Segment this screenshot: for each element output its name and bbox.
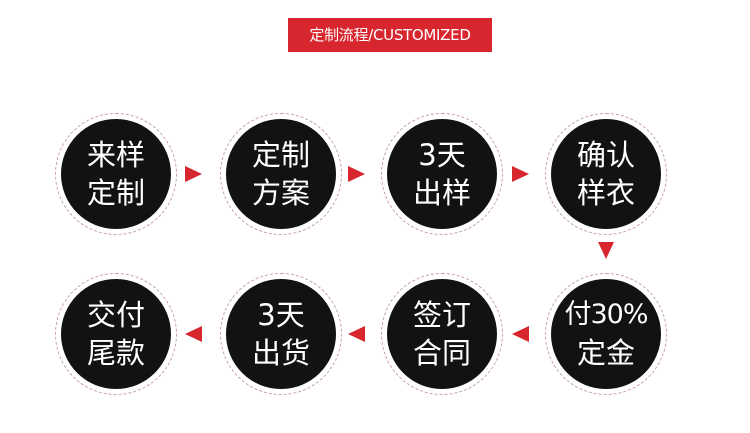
step-label-line1: 确认 bbox=[576, 138, 635, 172]
arrow-right-icon bbox=[185, 166, 202, 182]
arrow-right-icon bbox=[512, 166, 529, 182]
step-disc: 交付 尾款 bbox=[61, 279, 171, 389]
step-label-line1: 定制 bbox=[251, 138, 310, 172]
step-label-line2: 方案 bbox=[251, 176, 310, 210]
step-custom-plan: 定制 方案 bbox=[220, 113, 342, 235]
step-pay-deposit: 付30% 定金 bbox=[545, 273, 667, 395]
step-disc: 付30% 定金 bbox=[551, 279, 661, 389]
arrow-left-icon bbox=[185, 326, 202, 342]
step-label-line2: 定金 bbox=[576, 336, 635, 370]
step-disc: 3天 出样 bbox=[387, 119, 497, 229]
arrow-left-icon bbox=[512, 326, 529, 342]
page-title: 定制流程/CUSTOMIZED bbox=[288, 18, 492, 52]
step-sample-in-3-days: 3天 出样 bbox=[381, 113, 503, 235]
step-sign-contract: 签订 合同 bbox=[381, 273, 503, 395]
step-label-line2: 尾款 bbox=[86, 336, 145, 370]
arrow-right-icon bbox=[348, 166, 365, 182]
step-label-line2: 样衣 bbox=[576, 176, 635, 210]
step-disc: 来样 定制 bbox=[61, 119, 171, 229]
step-label-line2: 出货 bbox=[251, 336, 310, 370]
step-label-line1: 来样 bbox=[86, 138, 145, 172]
step-label-line1: 付30% bbox=[564, 299, 648, 330]
step-sample-customization: 来样 定制 bbox=[55, 113, 177, 235]
step-final-payment: 交付 尾款 bbox=[55, 273, 177, 395]
step-disc: 定制 方案 bbox=[226, 119, 336, 229]
step-label-line2: 定制 bbox=[86, 176, 145, 210]
step-label-line1: 交付 bbox=[86, 298, 145, 332]
step-disc: 签订 合同 bbox=[387, 279, 497, 389]
step-confirm-sample: 确认 样衣 bbox=[545, 113, 667, 235]
arrow-left-icon bbox=[348, 326, 365, 342]
step-label-line2: 合同 bbox=[412, 336, 471, 370]
step-label-line2: 出样 bbox=[412, 176, 471, 210]
step-disc: 确认 样衣 bbox=[551, 119, 661, 229]
step-ship-in-3-days: 3天 出货 bbox=[220, 273, 342, 395]
step-disc: 3天 出货 bbox=[226, 279, 336, 389]
step-label-line1: 3天 bbox=[257, 298, 305, 332]
arrow-down-icon bbox=[598, 242, 614, 259]
step-label-line1: 签订 bbox=[412, 298, 471, 332]
step-label-line1: 3天 bbox=[418, 138, 466, 172]
